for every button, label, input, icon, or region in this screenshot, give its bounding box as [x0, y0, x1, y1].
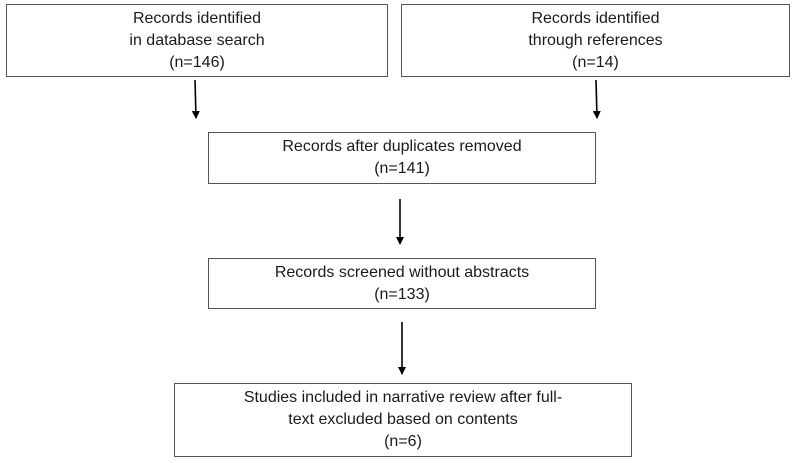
database-search-box: Records identified in database search (n…	[6, 4, 388, 77]
references-line2: through references	[528, 31, 663, 49]
references-line1: Records identified	[531, 9, 660, 27]
included-studies-box: Studies included in narrative review aft…	[174, 383, 632, 457]
included-studies-line2: text excluded based on contents	[288, 411, 518, 428]
screened-box: Records screened without abstracts (n=13…	[208, 258, 596, 309]
database-search-line2: in database search	[129, 31, 265, 49]
duplicates-removed-label: Records after duplicates removed	[282, 138, 522, 155]
references-count: (n=14)	[572, 53, 619, 71]
references-box: Records identified through references (n…	[401, 4, 790, 77]
database-search-count: (n=146)	[169, 53, 225, 71]
duplicates-removed-box: Records after duplicates removed (n=141)	[208, 132, 596, 184]
database-search-line1: Records identified	[132, 9, 262, 27]
arrow-database-to-deduplicated	[191, 79, 200, 119]
arrow-references-to-deduplicated	[592, 79, 601, 119]
included-studies-line1: Studies included in narrative review aft…	[243, 389, 563, 406]
screened-label: Records screened without abstracts	[274, 263, 530, 281]
duplicates-removed-count: (n=141)	[374, 160, 430, 177]
included-studies-count: (n=6)	[384, 433, 422, 450]
screened-count: (n=133)	[374, 285, 430, 303]
